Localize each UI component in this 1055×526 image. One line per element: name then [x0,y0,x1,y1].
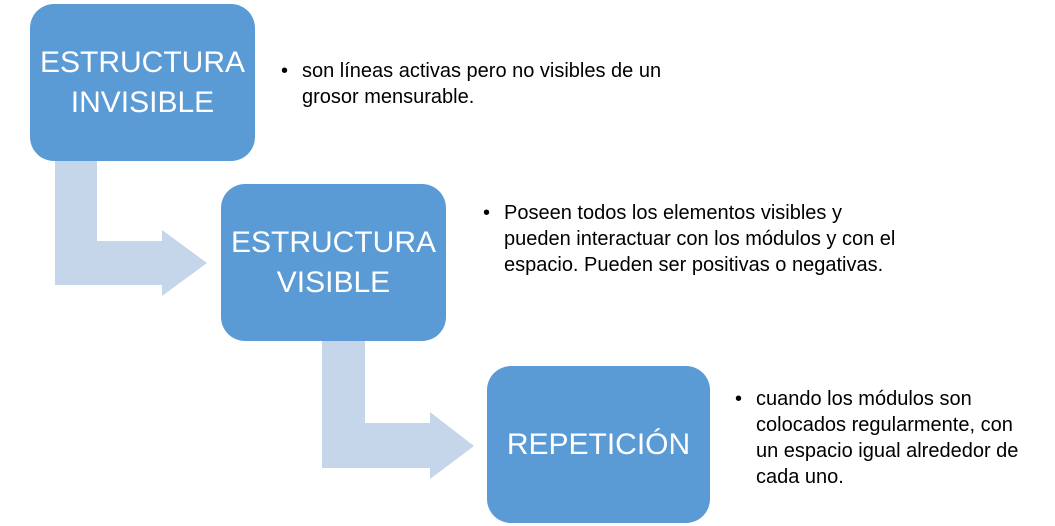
step-box-repeticion: REPETICIÓN [487,366,710,523]
step-description-list: son líneas activas pero no visibles de u… [281,58,721,110]
step-title: REPETICIÓN [506,427,691,461]
step-box-estructura-visible: ESTRUCTURA VISIBLE [221,184,446,341]
step-box-estructura-invisible: ESTRUCTURA INVISIBLE [30,4,255,161]
bent-arrow-step1-to-step2 [55,161,207,296]
step-description-list: cuando los módulos son colocados regular… [735,386,1035,490]
step-description-list: Poseen todos los elementos visibles y pu… [483,200,903,278]
step-description: Poseen todos los elementos visibles y pu… [483,200,903,278]
step-description: son líneas activas pero no visibles de u… [281,58,721,110]
step-title: ESTRUCTURA VISIBLE [230,225,436,299]
bent-arrow-step2-to-step3 [322,341,474,479]
step-description: cuando los módulos son colocados regular… [735,386,1035,490]
step-title: ESTRUCTURA INVISIBLE [39,45,245,119]
